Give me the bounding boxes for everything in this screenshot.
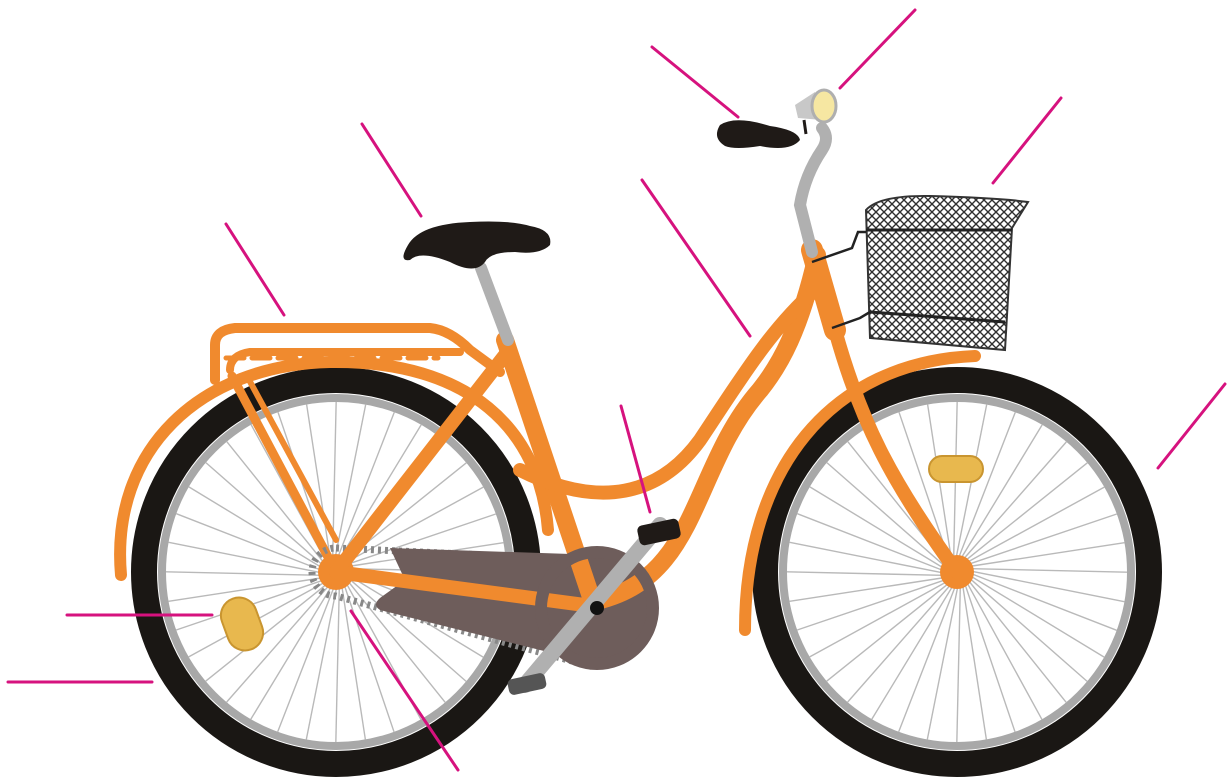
- spoke: [962, 463, 1087, 563]
- spoke: [338, 425, 421, 562]
- spoke: [966, 569, 1127, 573]
- spoke: [189, 487, 326, 570]
- spoke: [962, 581, 986, 740]
- crank-axle: [590, 601, 604, 615]
- spoke: [278, 582, 336, 732]
- lamp-lens: [812, 90, 836, 122]
- spoke: [787, 572, 948, 576]
- spoke: [967, 572, 1117, 630]
- spoke: [176, 514, 326, 572]
- seat-post: [481, 268, 508, 340]
- lamp: [795, 90, 836, 134]
- handlebar-stem: [800, 128, 826, 252]
- lamp-bracket: [804, 120, 806, 134]
- leader-line-lamp: [840, 10, 915, 88]
- spoke: [959, 425, 1042, 562]
- spoke: [966, 577, 1066, 702]
- leader-line-basket: [993, 98, 1061, 183]
- spoke: [251, 582, 334, 719]
- spoke: [872, 582, 955, 719]
- spoke: [967, 574, 1104, 657]
- spoke: [899, 582, 957, 732]
- spoke: [166, 572, 327, 576]
- spoke: [957, 581, 961, 742]
- saddle: [403, 222, 550, 269]
- spoke: [336, 581, 340, 742]
- front-reflector: [929, 456, 983, 482]
- leader-line-grip: [652, 47, 738, 117]
- handlebar-grip: [717, 120, 800, 148]
- leader-line-front-tyre: [1158, 384, 1225, 468]
- spoke: [966, 543, 1125, 567]
- leader-line-frame: [642, 180, 750, 336]
- spoke: [169, 577, 328, 601]
- leader-line-rack: [226, 224, 284, 315]
- spoke: [790, 577, 949, 601]
- spoke: [827, 581, 952, 681]
- spoke: [957, 412, 1015, 562]
- leader-line-saddle: [362, 124, 421, 216]
